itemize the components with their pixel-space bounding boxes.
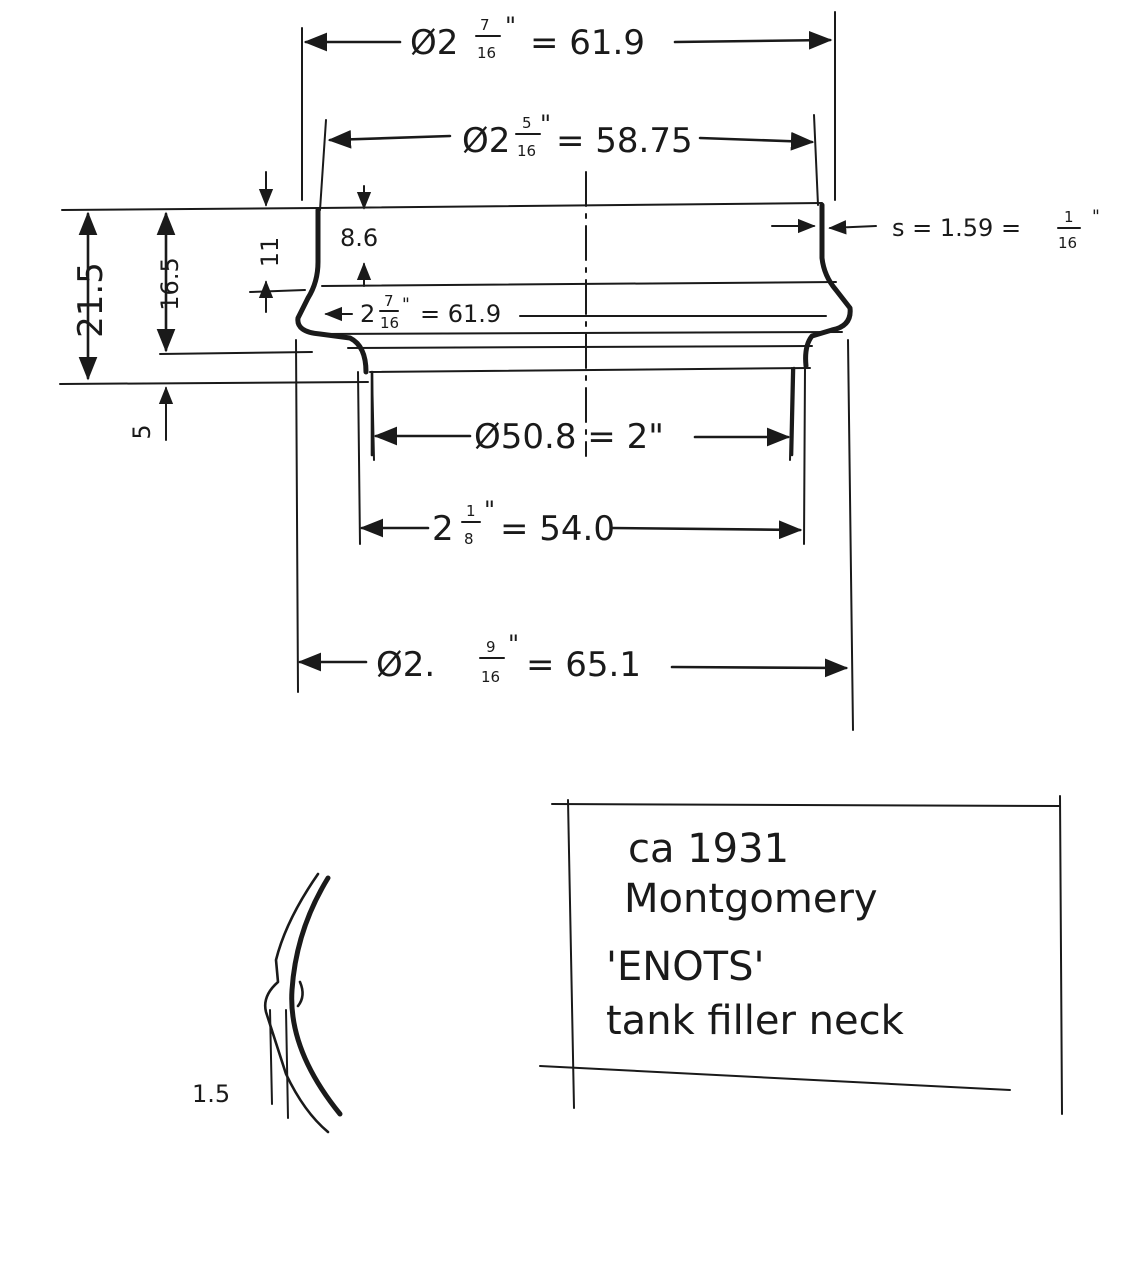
dim-spigot-den: 8: [464, 530, 474, 548]
dim-mid-prefix: 2: [360, 300, 375, 328]
height-extension-lines: [59, 207, 369, 385]
note-part: tank filler neck: [606, 998, 905, 1044]
dim-outer-tick: ": [508, 630, 519, 658]
dim-height-body: 16.5: [156, 257, 184, 310]
dim-outer-den: 16: [481, 668, 500, 686]
dim-wall-tick: ": [1092, 207, 1100, 227]
note-brand: 'ENOTS': [606, 944, 765, 990]
note-date: ca 1931: [628, 826, 789, 872]
dim-mid-tick: ": [402, 295, 410, 315]
note-box: ca 1931 Montgomery 'ENOTS' tank filler n…: [539, 795, 1063, 1115]
diameter-dimensions: [297, 30, 877, 678]
dim-mid: 2 7 16 " = 61.9: [360, 292, 501, 332]
dim-outer-num: 9: [486, 638, 496, 656]
dim-spigot-num: 1: [466, 502, 476, 520]
dim-top: Ø2 7 16 " = 61.9: [410, 12, 645, 63]
dim-upper-den: 16: [517, 142, 536, 160]
dim-outer: Ø2. 9 16 " = 65.1: [376, 630, 641, 686]
detail-thickness-label: 1.5: [192, 1080, 230, 1108]
dim-top-tick: ": [505, 12, 516, 40]
dim-height-total: 21.5: [71, 262, 111, 338]
filler-neck-profile: [295, 171, 853, 457]
dim-height-lip: 8.6: [340, 224, 378, 252]
dim-spigot-prefix: 2: [432, 509, 454, 549]
extension-lines: [295, 11, 854, 731]
dim-height-bead: 11: [256, 237, 284, 268]
dim-top-den: 16: [477, 44, 496, 62]
dim-spigot-tick: ": [484, 496, 495, 524]
dim-top-prefix: Ø2: [410, 23, 458, 63]
wall-section-detail: 1.5: [192, 872, 343, 1134]
dim-mid-value: = 61.9: [420, 300, 501, 328]
dim-spigot-value: = 54.0: [500, 509, 615, 549]
dim-wall-num: 1: [1064, 208, 1074, 226]
dim-upper-num: 5: [522, 114, 532, 132]
dim-top-num: 7: [480, 16, 490, 34]
dim-height-spigot: 5: [128, 424, 156, 439]
dim-spigot: 2 1 8 " = 54.0: [432, 496, 615, 549]
dim-wall-den: 16: [1058, 234, 1077, 252]
dim-bore: Ø50.8 = 2": [474, 417, 664, 457]
dim-outer-value: = 65.1: [526, 645, 641, 685]
dim-top-value: = 61.9: [530, 23, 645, 63]
note-make: Montgomery: [624, 876, 878, 922]
dim-wall: s = 1.59 = 1 16 ": [892, 207, 1100, 252]
dim-wall-prefix: s = 1.59 =: [892, 214, 1021, 242]
dim-mid-num: 7: [384, 292, 394, 310]
dim-upper-prefix: Ø2: [462, 121, 510, 161]
dim-upper-tick: ": [540, 110, 551, 138]
dim-upper: Ø2 5 16 " = 58.75: [462, 110, 693, 161]
dim-mid-den: 16: [380, 314, 399, 332]
height-dimensions: [78, 171, 372, 441]
dim-upper-value: = 58.75: [556, 121, 693, 161]
dim-outer-prefix: Ø2.: [376, 645, 435, 685]
